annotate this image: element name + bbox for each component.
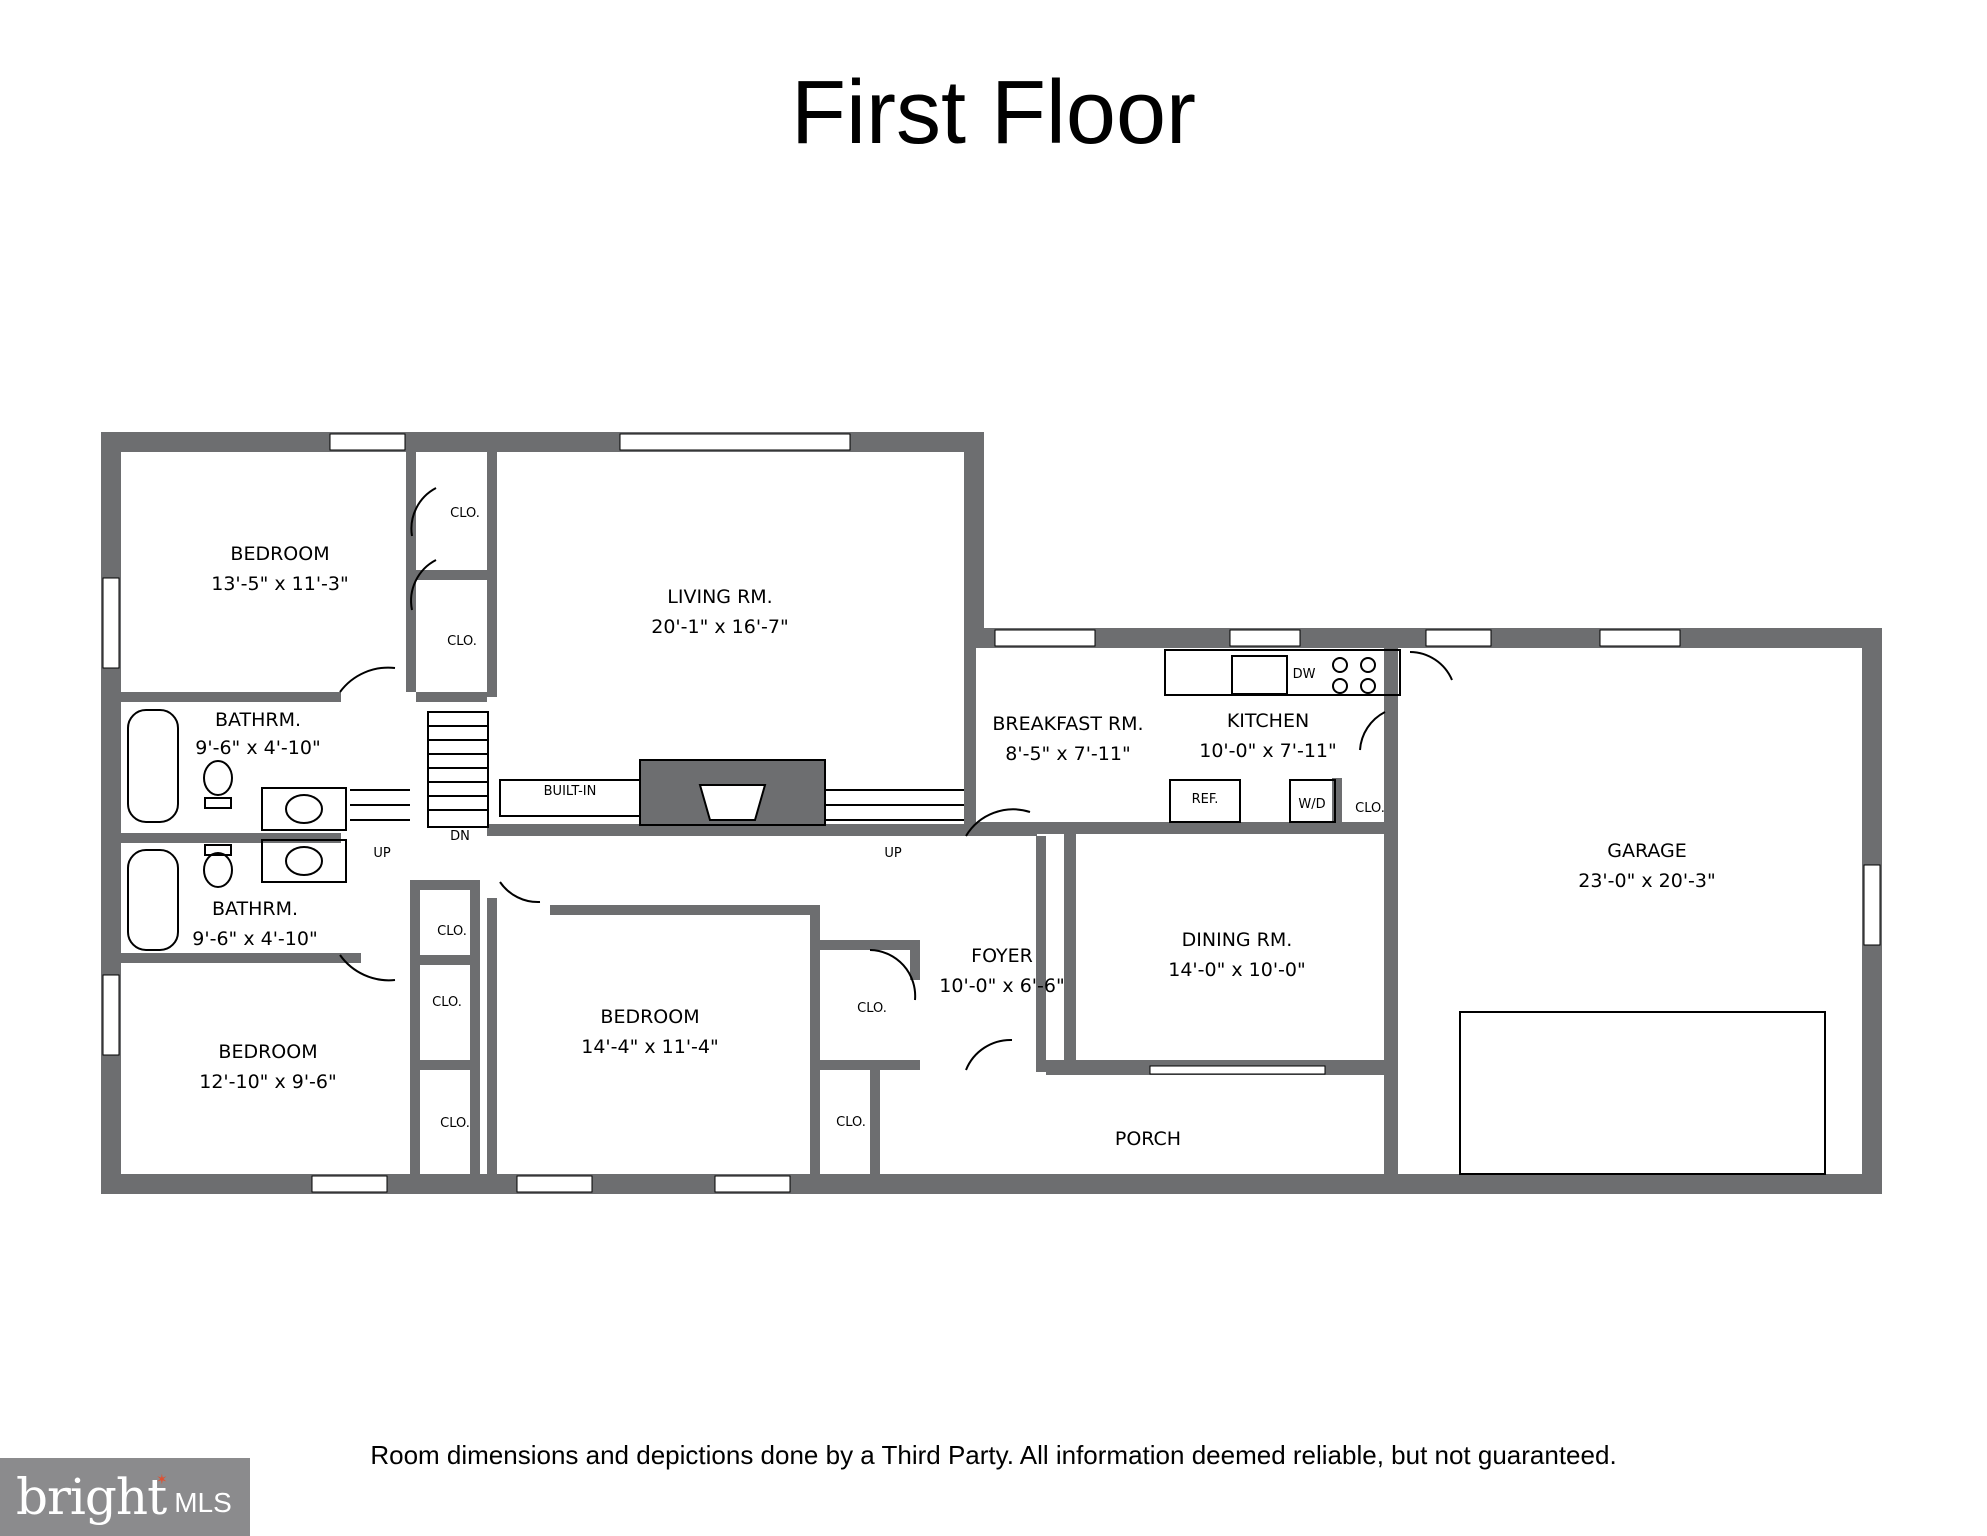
stairs-down-label: DN bbox=[450, 829, 470, 844]
bedroom-mid-dims: 14'-4" x 11'-4" bbox=[581, 1036, 719, 1058]
breakfast-room-name: BREAKFAST RM. bbox=[992, 713, 1143, 735]
bath-upper-name: BATHRM. bbox=[215, 709, 301, 731]
dining-room-dims: 14'-0" x 10'-0" bbox=[1168, 959, 1306, 981]
fixtures bbox=[127, 487, 1826, 1175]
page-title: First Floor bbox=[791, 63, 1196, 163]
stairs-up-label: UP bbox=[373, 846, 391, 861]
logo-brand: bright bbox=[16, 1468, 167, 1526]
bath-upper-dims: 9'-6" x 4'-10" bbox=[195, 737, 320, 759]
closet-label: CLO. bbox=[836, 1115, 866, 1130]
dishwasher-label: DW bbox=[1293, 667, 1316, 682]
refrigerator-label: REF. bbox=[1192, 792, 1219, 807]
closet-label: CLO. bbox=[432, 995, 462, 1010]
dining-room-name: DINING RM. bbox=[1182, 929, 1293, 951]
foyer-name: FOYER bbox=[971, 945, 1033, 967]
bedroom-mid-name: BEDROOM bbox=[600, 1006, 699, 1028]
bright-mls-logo: bright ✶ MLS bbox=[0, 1458, 250, 1536]
porch-name: PORCH bbox=[1115, 1128, 1181, 1150]
closet-label: CLO. bbox=[440, 1116, 470, 1131]
closet-label: CLO. bbox=[447, 634, 477, 649]
breakfast-room-dims: 8'-5" x 7'-11" bbox=[1005, 743, 1130, 765]
kitchen-name: KITCHEN bbox=[1227, 710, 1309, 732]
bath-lower-name: BATHRM. bbox=[212, 898, 298, 920]
living-room-dims: 20'-1" x 16'-7" bbox=[651, 616, 789, 638]
logo-star-icon: ✶ bbox=[156, 1472, 168, 1488]
bedroom-nw-name: BEDROOM bbox=[230, 543, 329, 565]
closet-label: CLO. bbox=[1355, 801, 1385, 816]
closet-label: CLO. bbox=[857, 1001, 887, 1016]
built-in-label: BUILT-IN bbox=[544, 784, 597, 799]
bedroom-nw-dims: 13'-5" x 11'-3" bbox=[211, 573, 349, 595]
garage-name: GARAGE bbox=[1607, 840, 1687, 862]
foyer-dims: 10'-0" x 6'-6" bbox=[939, 975, 1064, 997]
stairs-up-label: UP bbox=[884, 846, 902, 861]
closet-label: CLO. bbox=[450, 506, 480, 521]
bath-lower-dims: 9'-6" x 4'-10" bbox=[192, 928, 317, 950]
bedroom-sw-dims: 12'-10" x 9'-6" bbox=[199, 1071, 337, 1093]
garage-dims: 23'-0" x 20'-3" bbox=[1578, 870, 1716, 892]
living-room-name: LIVING RM. bbox=[667, 586, 772, 608]
washer-dryer-label: W/D bbox=[1298, 797, 1325, 812]
bedroom-sw-name: BEDROOM bbox=[218, 1041, 317, 1063]
kitchen-dims: 10'-0" x 7'-11" bbox=[1199, 740, 1337, 762]
closet-label: CLO. bbox=[437, 924, 467, 939]
windows bbox=[102, 433, 1881, 1193]
logo-suffix: MLS bbox=[174, 1487, 232, 1518]
disclaimer: Room dimensions and depictions done by a… bbox=[370, 1440, 1617, 1470]
